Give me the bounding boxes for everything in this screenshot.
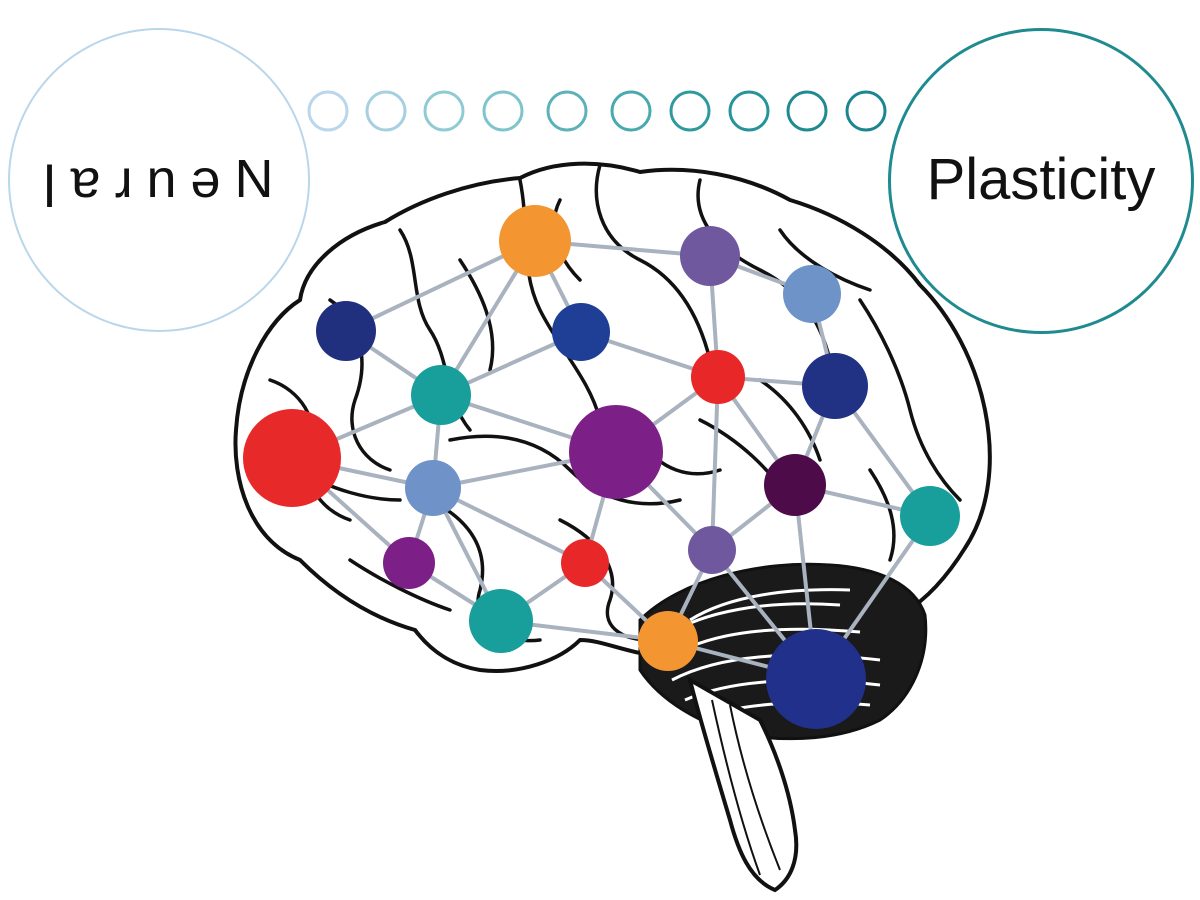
network-node [405, 460, 461, 516]
network-node [383, 537, 435, 589]
network-node [411, 365, 471, 425]
network-node [499, 205, 571, 277]
brain-stem [686, 675, 799, 893]
network-node [469, 589, 533, 653]
network-node [764, 454, 826, 516]
network-node [783, 265, 841, 323]
brain-folds [268, 163, 962, 643]
network-node [569, 405, 663, 499]
network-nodes [243, 205, 960, 729]
network-node [552, 303, 610, 361]
network-node [243, 409, 341, 507]
network-node [900, 486, 960, 546]
neural-circle: ןɐɹnǝN [8, 28, 310, 332]
network-node [766, 629, 866, 729]
network-node [691, 350, 745, 404]
network-node [316, 301, 376, 361]
plasticity-circle: Plasticity [888, 28, 1194, 334]
network-node [638, 611, 698, 671]
plasticity-label: Plasticity [926, 146, 1156, 212]
network-edge [432, 486, 586, 565]
network-node [688, 526, 736, 574]
neural-label: ןɐɹnǝN [42, 149, 288, 209]
network-node [561, 539, 609, 587]
network-edge [710, 376, 720, 551]
network-node [680, 226, 740, 286]
network-node [802, 353, 868, 419]
